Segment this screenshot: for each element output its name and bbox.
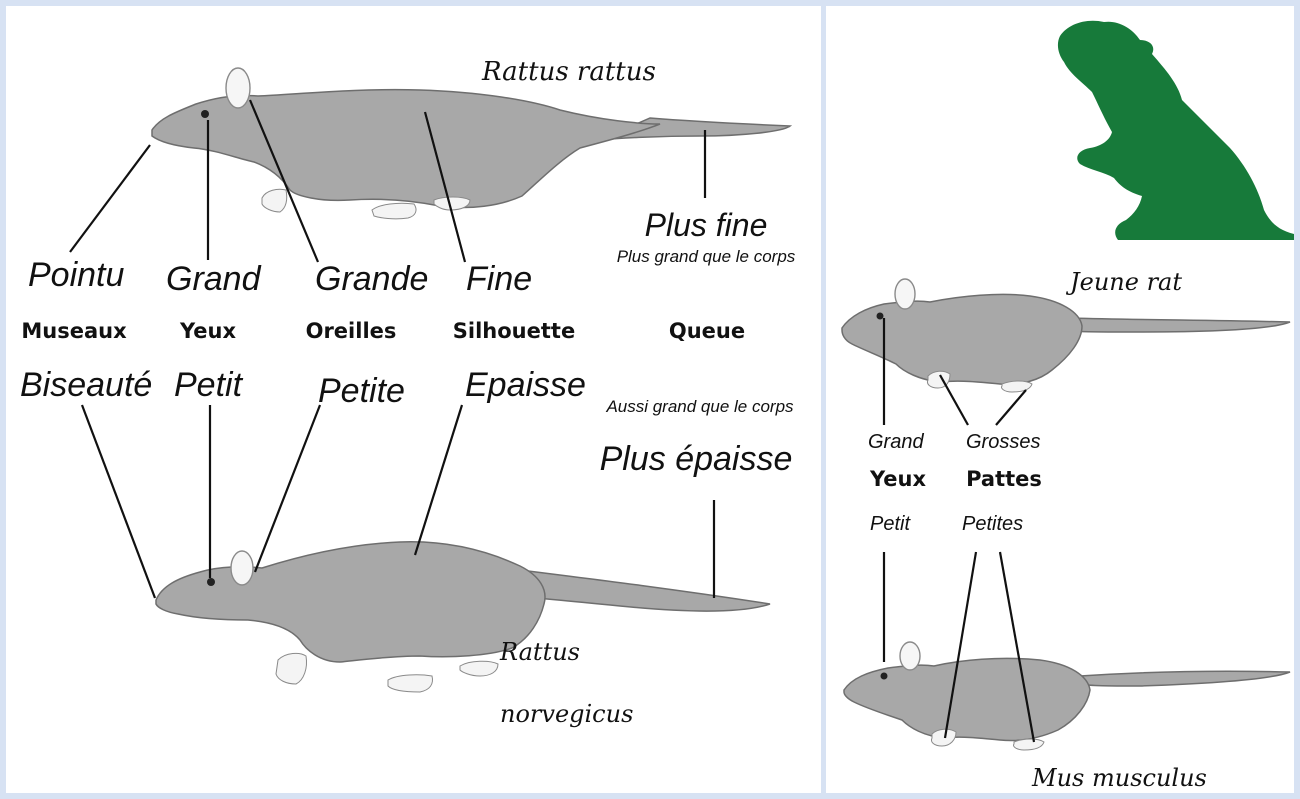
species-label-mus-musculus: Mus musculus	[1031, 764, 1207, 792]
queue-bottom-subvalue: Aussi grand que le corps	[605, 397, 794, 416]
yeux-top-value: Grand	[166, 260, 262, 298]
museaux-bottom-value: Biseauté	[20, 366, 152, 404]
silhouette-top-value: Fine	[466, 260, 532, 298]
young-trait-yeux: Yeux	[869, 467, 926, 491]
young-yeux-bottom-value: Petit	[870, 513, 911, 535]
oreilles-bottom-value: Petite	[318, 372, 405, 410]
yeux-bottom-value: Petit	[174, 366, 244, 404]
queue-top-subvalue: Plus grand que le corps	[617, 247, 796, 266]
silhouette-bottom-value: Epaisse	[465, 366, 586, 404]
queue-bottom-value: Plus épaisse	[600, 440, 793, 478]
species-label-jeune-rat: Jeune rat	[1065, 268, 1182, 296]
oreilles-top-value: Grande	[315, 260, 428, 298]
young-pattes-top-value: Grosses	[966, 431, 1040, 453]
trait-yeux: Yeux	[179, 319, 236, 343]
trait-museaux: Museaux	[21, 319, 127, 343]
species-label-norvegicus: norvegicus	[500, 700, 633, 728]
young-yeux-top-value: Grand	[868, 431, 924, 453]
trait-silhouette: Silhouette	[453, 319, 575, 343]
young-trait-pattes: Pattes	[966, 467, 1042, 491]
species-label-rattus: Rattus	[499, 638, 580, 666]
museaux-top-value: Pointu	[28, 256, 124, 294]
trait-oreilles: Oreilles	[306, 319, 397, 343]
trait-queue: Queue	[669, 319, 745, 343]
species-label-rattus-rattus: Rattus rattus	[481, 57, 656, 87]
queue-top-value: Plus fine	[645, 207, 768, 243]
young-pattes-bottom-value: Petites	[962, 513, 1023, 535]
